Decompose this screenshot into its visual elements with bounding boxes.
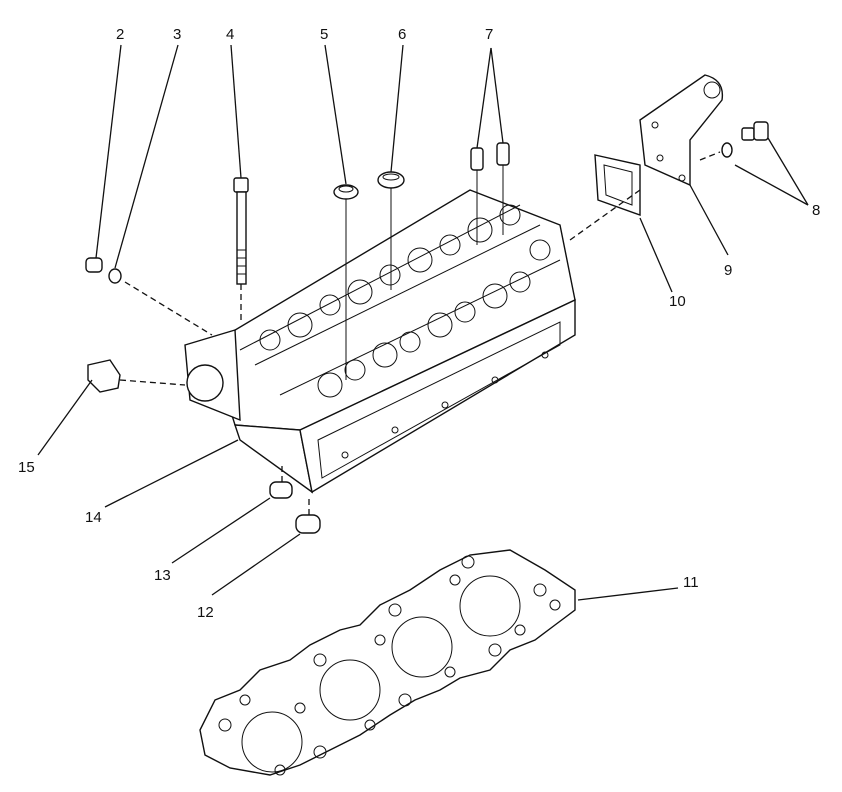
bracket-bolt-and-washer — [699, 121, 769, 161]
callout-2: 2 — [116, 26, 124, 43]
plug — [85, 257, 103, 273]
callout-7: 7 — [485, 26, 493, 43]
nozzle-seal-12 — [295, 495, 321, 534]
valve-stem-seal-5 — [333, 184, 359, 380]
callout-10: 10 — [669, 293, 686, 310]
callout-5: 5 — [320, 26, 328, 43]
flange-gasket — [594, 154, 641, 216]
nozzle-seal-13 — [269, 465, 293, 499]
washer-3 — [108, 268, 122, 284]
head-bolt — [233, 177, 249, 320]
callout-11: 11 — [683, 574, 699, 591]
callout-15: 15 — [18, 459, 35, 476]
callout-3: 3 — [173, 26, 181, 43]
callout-13: 13 — [154, 567, 171, 584]
lifting-bracket — [639, 74, 724, 187]
head-gasket — [199, 549, 576, 776]
valve-guides — [470, 142, 510, 245]
expansion-plug — [87, 359, 186, 393]
callout-labels: 2 3 4 5 6 7 8 9 10 11 12 13 14 15 — [18, 26, 820, 621]
callout-6: 6 — [398, 26, 406, 43]
cylinder-head — [184, 189, 576, 494]
callout-9: 9 — [724, 262, 732, 279]
leader-lines — [37, 44, 809, 601]
callout-14: 14 — [85, 509, 102, 526]
callout-4: 4 — [226, 26, 234, 43]
callout-8: 8 — [812, 202, 820, 219]
valve-stem-seal-6 — [377, 171, 405, 290]
callout-12: 12 — [197, 604, 214, 621]
